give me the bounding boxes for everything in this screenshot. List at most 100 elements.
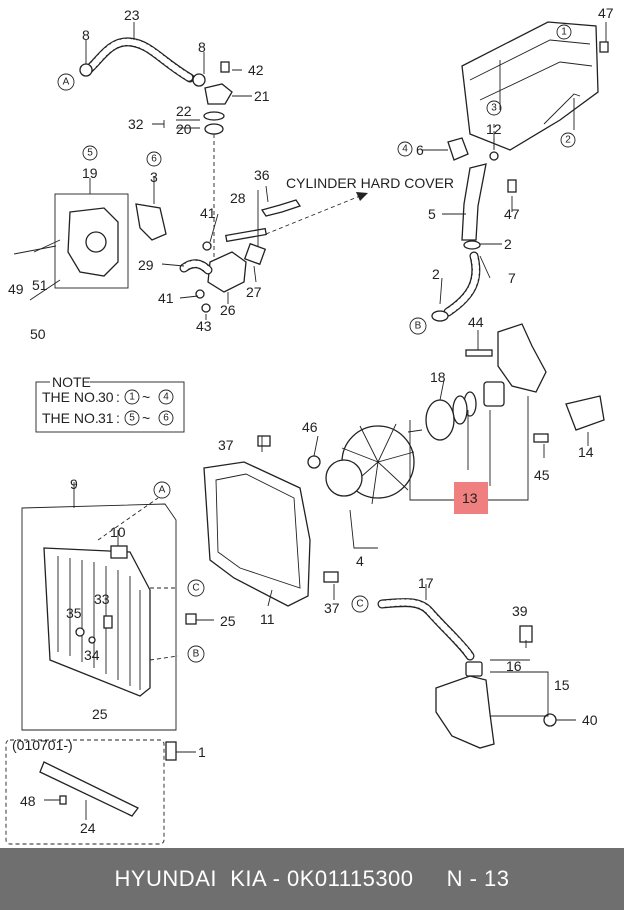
- callout-41b: 41: [158, 290, 174, 306]
- bolt-50: [29, 279, 61, 301]
- callout-41a: 41: [200, 205, 216, 221]
- callout-4: 4: [356, 553, 364, 569]
- callout-27: 27: [246, 284, 262, 300]
- ref-3-engine: [486, 100, 502, 116]
- note-box: [35, 381, 185, 433]
- gasket-3: [135, 203, 167, 241]
- reservoir-15: [435, 675, 495, 749]
- callout-15: 15: [554, 677, 570, 693]
- callout-9: 9: [70, 476, 78, 492]
- seal-34: [88, 636, 96, 644]
- ref-line-a1: [97, 497, 159, 541]
- ref-5-pump: [82, 145, 98, 161]
- ref-2-engine: [560, 132, 576, 148]
- callout-10: 10: [110, 524, 126, 540]
- hose-clamp-8a: [79, 63, 93, 77]
- note-line2-num: 31: [98, 410, 114, 426]
- radiator-9: [43, 547, 151, 697]
- leader-lines: [44, 22, 607, 820]
- cylinder-arrow-line: [265, 195, 361, 235]
- note-line2-sep: ~: [142, 410, 150, 426]
- note-ref-4: [158, 389, 174, 405]
- footer-brand-part: HYUNDAI KIA - 0K01115300: [114, 866, 414, 891]
- bracket-14: [565, 395, 605, 431]
- note-title: NOTE: [52, 374, 91, 390]
- seal-24: [39, 761, 139, 817]
- cylinder-arrow-head: [356, 192, 368, 201]
- variant-label: (010701-): [12, 737, 73, 753]
- ref-5-pump-text: 5: [87, 148, 93, 159]
- radiator-box: [21, 503, 177, 731]
- upper-hose-23: [83, 37, 195, 83]
- fan-shroud-11: [203, 461, 311, 607]
- lower-hose-7: [443, 251, 481, 317]
- thermostat-20: [204, 123, 224, 135]
- callout-50: 50: [30, 326, 46, 342]
- callout-46: 46: [302, 419, 318, 435]
- circled-refs: A B A C B C 1 2 3 4 5 6: [57, 24, 576, 663]
- callout-16: 16: [506, 658, 522, 674]
- callout-34: 34: [84, 647, 100, 663]
- callout-51: 51: [32, 277, 48, 293]
- drain-plug-35: [75, 627, 85, 637]
- clamp-2c: [431, 310, 449, 322]
- note-ref-1-text: 1: [129, 392, 135, 403]
- callout-1: 1: [198, 744, 206, 760]
- fan-hub: [325, 459, 363, 497]
- callout-42: 42: [248, 62, 264, 78]
- note-ref-4-text: 4: [163, 392, 169, 403]
- gasket-22: [203, 111, 225, 121]
- ref-1-engine-text: 1: [561, 27, 567, 38]
- radiator-cap-10: [110, 545, 128, 559]
- bypass-hose-29: [179, 259, 213, 275]
- seal-12: [489, 151, 499, 161]
- callout-23: 23: [124, 7, 140, 23]
- callout-17: 17: [418, 575, 434, 591]
- note-ref-5: [124, 410, 140, 426]
- bolt-44: [465, 349, 493, 357]
- ref-a-radiator-text: A: [159, 485, 166, 496]
- bolt-43: [201, 303, 211, 313]
- pipe-2-top: [543, 93, 581, 125]
- bolt-41a: [202, 241, 212, 251]
- variant-box: [5, 739, 165, 845]
- callout-8a: 8: [82, 27, 90, 43]
- ref-line-b1: [149, 655, 179, 661]
- callout-5: 5: [428, 206, 436, 222]
- parts-diagram: NOTE THE NO. 30 : 1 ~ 4 THE NO. 31 : 5 ~…: [5, 5, 614, 845]
- overflow-hose-17: [377, 597, 475, 661]
- note-ref-6: [158, 410, 174, 426]
- callout-26: 26: [220, 302, 236, 318]
- water-pump-hub: [85, 231, 107, 253]
- callout-22: 22: [176, 103, 192, 119]
- callout-49: 49: [8, 281, 24, 297]
- callout-24: 24: [80, 820, 96, 836]
- callout-40: 40: [582, 712, 598, 728]
- callout-19: 19: [82, 165, 98, 181]
- ref-b-top-text: B: [415, 321, 422, 332]
- callout-18: 18: [430, 369, 446, 385]
- ref-c-hose: [351, 595, 369, 613]
- callout-37a: 37: [218, 437, 234, 453]
- note-line2-prefix: THE NO.: [42, 410, 99, 426]
- water-pipe-5: [461, 163, 487, 241]
- engine-block: [461, 21, 599, 151]
- water-pump-box: [54, 193, 129, 289]
- pipe-28: [225, 227, 267, 243]
- ref-1-engine: [556, 24, 572, 40]
- water-outlet-21: [204, 83, 233, 105]
- cylinder-hard-cover-label: CYLINDER HARD COVER: [286, 175, 454, 191]
- note-line1-prefix: THE NO.: [42, 389, 99, 405]
- ref-4-engine: [397, 141, 413, 157]
- gasket-27: [243, 242, 267, 266]
- bolt-47b: [507, 179, 517, 193]
- callout-29: 29: [138, 257, 154, 273]
- ref-a-top-text: A: [63, 77, 70, 88]
- bolt-37a: [257, 435, 271, 447]
- drain-33: [103, 615, 113, 629]
- bracket-36: [260, 199, 302, 217]
- clamp-2b: [463, 240, 481, 250]
- ref-2-engine-text: 2: [565, 135, 571, 146]
- ref-a-top: [57, 73, 75, 91]
- thermostat-housing-26: [207, 251, 247, 293]
